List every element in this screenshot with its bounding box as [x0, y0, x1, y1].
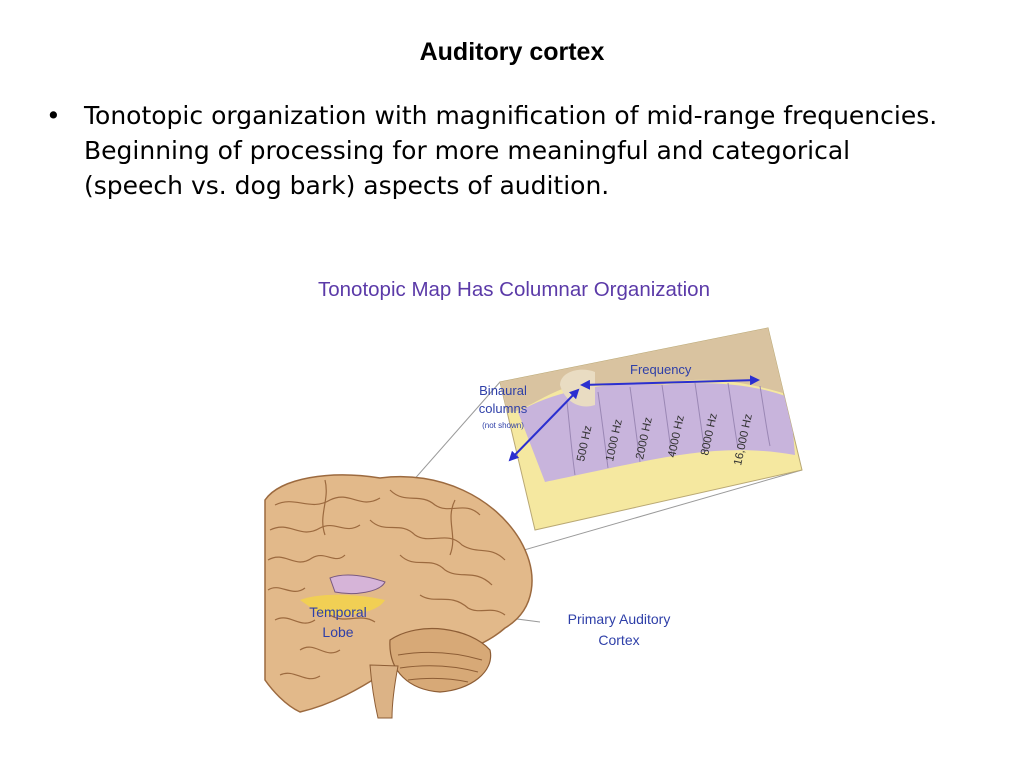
temporal-lobe-label: Temporal Lobe — [309, 604, 367, 640]
bullet-text: Tonotopic organization with magnificatio… — [84, 101, 938, 200]
binaural-arrow — [508, 388, 580, 462]
brain-folds — [267, 479, 506, 680]
primary-auditory-line2: Cortex — [598, 632, 639, 648]
slide-title: Auditory cortex — [419, 38, 605, 66]
temporal-line2: Lobe — [322, 624, 353, 640]
bullet-list: • Tonotopic organization with magnificat… — [46, 98, 946, 203]
brain-illustration — [264, 474, 533, 719]
figure-title: Tonotopic Map Has Columnar Organization — [318, 278, 710, 301]
binaural-columns-label: Binaural columns (not shown) — [479, 383, 528, 430]
cortex-enlargement: Frequency 500 Hz 1000 Hz 2000 Hz 4000 Hz… — [499, 327, 803, 531]
temporal-line1: Temporal — [309, 604, 367, 620]
bullet-item: • Tonotopic organization with magnificat… — [46, 98, 946, 203]
binaural-line2: columns — [479, 401, 528, 416]
binaural-line1: Binaural — [479, 383, 527, 398]
frequency-label: Frequency — [630, 362, 692, 377]
temporal-lobe-region — [300, 594, 385, 616]
primary-auditory-cortex-label: Primary Auditory Cortex — [568, 611, 671, 648]
bullet-marker: • — [46, 101, 61, 130]
primary-auditory-line1: Primary Auditory — [568, 611, 671, 627]
binaural-note: (not shown) — [482, 421, 524, 430]
primary-auditory-region — [329, 574, 386, 595]
frequency-arrow — [580, 375, 760, 390]
